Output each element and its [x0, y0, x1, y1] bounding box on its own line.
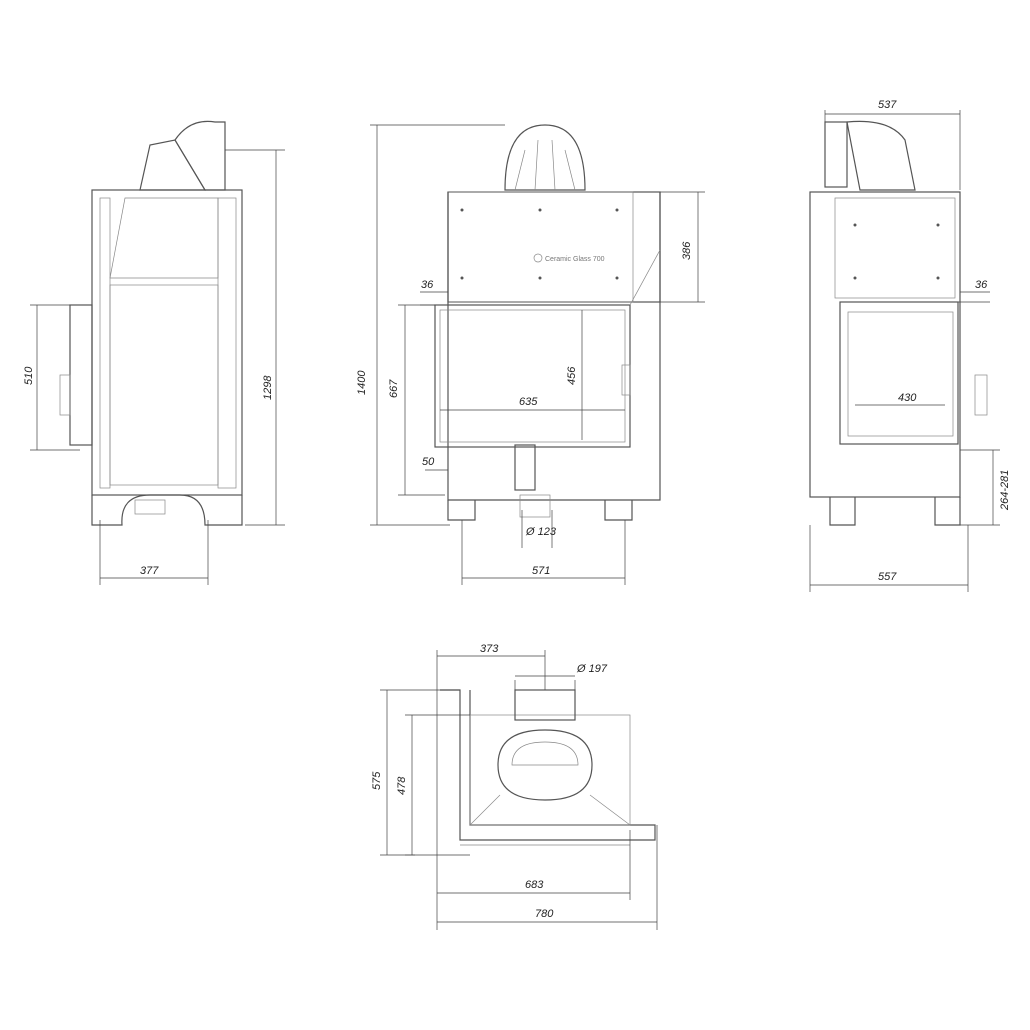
dim-flue-offset-373: 373 — [480, 643, 499, 655]
brand-logo-icon — [533, 253, 543, 263]
dim-feet-width-571: 571 — [532, 565, 550, 577]
right-side-view: 537 36 430 264-281 557 — [809, 99, 1011, 592]
dim-glass-height-456: 456 — [566, 366, 578, 385]
dim-top-width-537: 537 — [878, 99, 897, 111]
dim-handle-510: 510 — [23, 366, 35, 385]
dim-height-1298: 1298 — [262, 375, 274, 400]
dim-air-inlet: Ø 123 — [525, 526, 557, 538]
flue-elbow — [174, 120, 226, 191]
top-view: 373 Ø 197 575 478 683 780 — [371, 643, 658, 930]
dim-flue-diameter: Ø 197 — [576, 663, 608, 675]
dim-width-780: 780 — [535, 908, 554, 920]
dim-offset-50: 50 — [422, 456, 435, 468]
dim-top-section-386: 386 — [681, 241, 693, 260]
dim-width-377: 377 — [140, 565, 159, 577]
dim-leg-height: 264-281 — [999, 470, 1011, 511]
dim-glass-width-635: 635 — [519, 396, 538, 408]
left-side-view: 377 510 1298 — [23, 120, 285, 585]
dim-total-height-1400: 1400 — [356, 370, 368, 395]
brand-logo: Ceramic Glass 700 — [545, 256, 605, 263]
flue-dome — [504, 124, 586, 191]
dim-depth-575: 575 — [371, 771, 383, 790]
front-view: Ceramic Glass 700 1400 667 386 36 456 63… — [356, 124, 705, 585]
dim-door-height-667: 667 — [388, 379, 400, 398]
dim-offset-36: 36 — [421, 279, 434, 291]
dim-width-557: 557 — [878, 571, 897, 583]
dim-inner-depth-478: 478 — [396, 776, 408, 795]
dim-offset-36-right: 36 — [975, 279, 988, 291]
dim-inner-width-683: 683 — [525, 879, 544, 891]
dim-glass-width-430: 430 — [898, 392, 917, 404]
